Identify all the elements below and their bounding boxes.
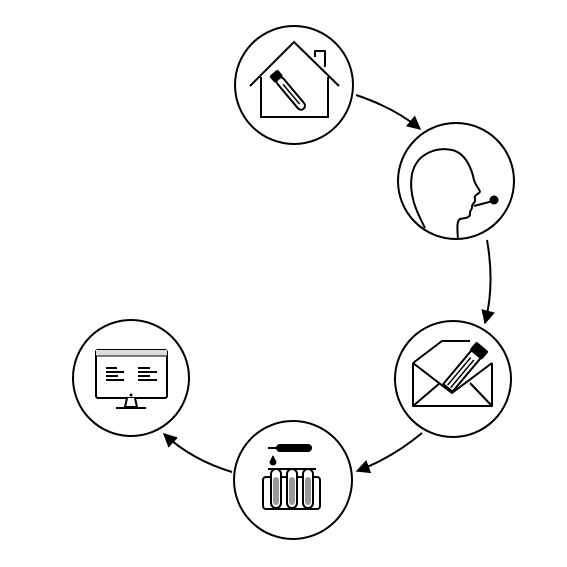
arrow-swab-to-mail: [481, 239, 495, 325]
arrow-lab-to-computer: [162, 433, 233, 473]
arrow-home-to-swab: [355, 94, 422, 130]
step-mail: [394, 320, 512, 438]
home-test-kit-icon: [249, 40, 340, 118]
step-mouth-swab: [397, 122, 515, 241]
flow-arrows: [162, 94, 495, 474]
lab-test-tubes-icon: [262, 444, 321, 510]
step-computer: [72, 319, 190, 437]
step-home-kit: [234, 25, 354, 145]
computer-results-icon: [95, 349, 168, 409]
mouth-swab-icon: [410, 148, 499, 241]
arrow-mail-to-lab: [355, 432, 423, 474]
step-lab: [233, 420, 353, 540]
mail-envelope-icon: [412, 340, 493, 407]
